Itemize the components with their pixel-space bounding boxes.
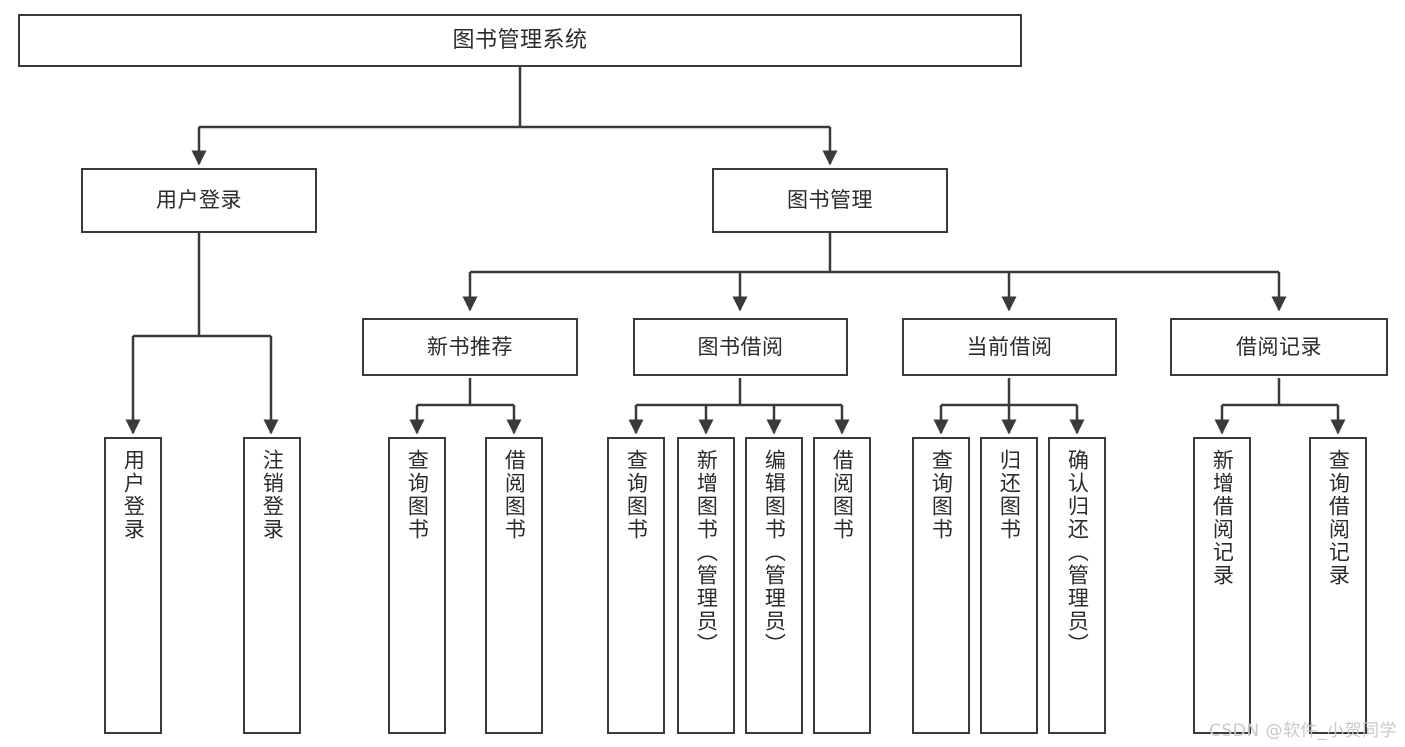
node-leaf-confirm-return-label: 确认归还（管理员）: [1065, 449, 1090, 656]
node-current-borrow[interactable]: 当前借阅: [902, 318, 1117, 376]
node-leaf-query-book-1[interactable]: 查询图书: [388, 437, 446, 734]
node-leaf-query-record-label: 查询借阅记录: [1326, 449, 1351, 587]
node-leaf-query-record[interactable]: 查询借阅记录: [1309, 437, 1367, 734]
csdn-watermark: CSDN @软件_小贺同学: [1209, 721, 1397, 741]
node-borrow-record[interactable]: 借阅记录: [1170, 318, 1388, 376]
node-leaf-confirm-return[interactable]: 确认归还（管理员）: [1048, 437, 1106, 734]
node-new-book-recommend-label: 新书推荐: [427, 334, 513, 359]
node-leaf-query-book-3-label: 查询图书: [929, 449, 954, 541]
node-leaf-add-record[interactable]: 新增借阅记录: [1193, 437, 1251, 734]
node-leaf-query-book-2-label: 查询图书: [624, 449, 649, 541]
node-root-label: 图书管理系统: [452, 27, 588, 53]
node-leaf-edit-book[interactable]: 编辑图书（管理员）: [745, 437, 803, 734]
node-book-management-label: 图书管理: [787, 188, 873, 213]
node-leaf-add-book[interactable]: 新增图书（管理员）: [677, 437, 735, 734]
node-leaf-edit-book-label: 编辑图书（管理员）: [762, 449, 787, 656]
node-leaf-query-book-2[interactable]: 查询图书: [607, 437, 665, 734]
node-leaf-return-book[interactable]: 归还图书: [980, 437, 1038, 734]
node-user-login-label: 用户登录: [156, 188, 242, 213]
node-leaf-logout-login[interactable]: 注销登录: [243, 437, 301, 734]
node-leaf-borrow-book-1[interactable]: 借阅图书: [485, 437, 543, 734]
node-book-borrow-label: 图书借阅: [697, 334, 784, 359]
node-book-borrow[interactable]: 图书借阅: [633, 318, 848, 376]
node-current-borrow-label: 当前借阅: [966, 334, 1053, 359]
node-leaf-add-book-label: 新增图书（管理员）: [694, 449, 719, 656]
node-leaf-user-login[interactable]: 用户登录: [104, 437, 162, 734]
node-leaf-borrow-book-1-label: 借阅图书: [502, 449, 527, 541]
node-new-book-recommend[interactable]: 新书推荐: [362, 318, 578, 376]
node-borrow-record-label: 借阅记录: [1236, 334, 1322, 359]
node-leaf-logout-login-label: 注销登录: [260, 449, 285, 541]
node-leaf-query-book-1-label: 查询图书: [405, 449, 430, 541]
node-leaf-borrow-book-2-label: 借阅图书: [830, 449, 855, 541]
node-root[interactable]: 图书管理系统: [18, 14, 1022, 67]
node-leaf-borrow-book-2[interactable]: 借阅图书: [813, 437, 871, 734]
node-book-management[interactable]: 图书管理: [712, 168, 948, 233]
node-leaf-add-record-label: 新增借阅记录: [1210, 449, 1235, 587]
node-user-login[interactable]: 用户登录: [81, 168, 317, 233]
node-leaf-query-book-3[interactable]: 查询图书: [912, 437, 970, 734]
node-leaf-return-book-label: 归还图书: [997, 449, 1022, 541]
node-leaf-user-login-label: 用户登录: [121, 449, 146, 541]
